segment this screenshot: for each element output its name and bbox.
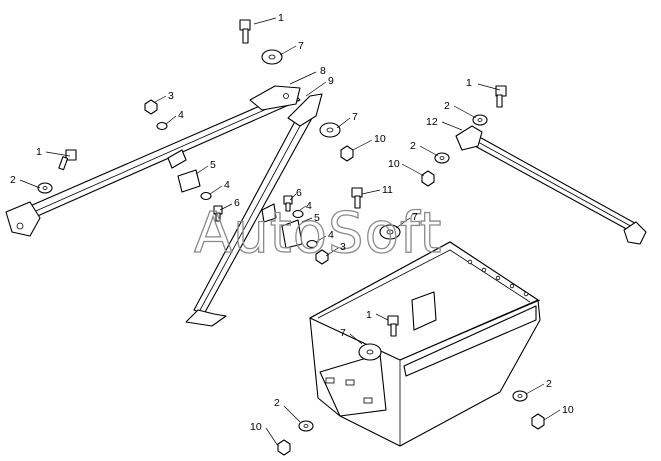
callout-label: 2 [444, 100, 450, 112]
callout-label: 2 [546, 378, 552, 390]
callout-label: 4 [306, 200, 312, 212]
right-brace [455, 125, 647, 245]
callout-label: 7 [412, 211, 418, 223]
callout-label: 4 [224, 179, 230, 191]
callout-label: 4 [328, 229, 334, 241]
bolt-1-top [239, 19, 251, 44]
callout-label: 10 [374, 133, 386, 145]
bolt-6-left [213, 205, 223, 222]
bolts [58, 19, 507, 337]
callout-label: 7 [298, 40, 304, 52]
callout-label: 9 [328, 75, 334, 87]
bolt-1-box [387, 315, 399, 337]
callout-label: 2 [10, 174, 16, 186]
callout-label: 1 [366, 309, 372, 321]
callout-label: 1 [36, 146, 42, 158]
bolt-6-mid [283, 195, 293, 212]
battery-box [309, 241, 541, 447]
left-long-brace [5, 85, 301, 237]
callout-label: 6 [234, 197, 240, 209]
callout-label: 10 [250, 421, 262, 433]
callout-label: 2 [274, 397, 280, 409]
washers [37, 49, 528, 432]
callout-label: 12 [426, 116, 438, 128]
callout-label: 7 [340, 327, 346, 339]
watermark-text: AutoSoft [194, 201, 443, 266]
callout-label: 4 [178, 109, 184, 121]
callout-label: 5 [210, 159, 216, 171]
bolt-11 [351, 187, 363, 209]
callout-label: 2 [410, 140, 416, 152]
callout-label: 8 [320, 65, 326, 77]
callout-label: 1 [278, 12, 284, 24]
diagonal-brace [185, 93, 323, 327]
plates [177, 169, 303, 249]
callout-label: 3 [340, 241, 346, 253]
callout-label: 1 [466, 77, 472, 89]
callout-label: 7 [352, 111, 358, 123]
callout-label: 10 [388, 158, 400, 170]
leader-lines [19, 17, 561, 447]
callout-label: 6 [296, 187, 302, 199]
callout-label: 10 [562, 404, 574, 416]
callout-label: 11 [382, 184, 393, 196]
callout-label: 3 [168, 90, 174, 102]
bolt-1-right [495, 85, 507, 108]
bolt-1-left [58, 149, 77, 171]
nuts [144, 99, 545, 456]
callout-numbers: 1 7 8 9 3 4 1 2 5 4 6 7 10 6 4 5 4 3 11 … [10, 12, 574, 433]
callout-label: 5 [314, 212, 320, 224]
